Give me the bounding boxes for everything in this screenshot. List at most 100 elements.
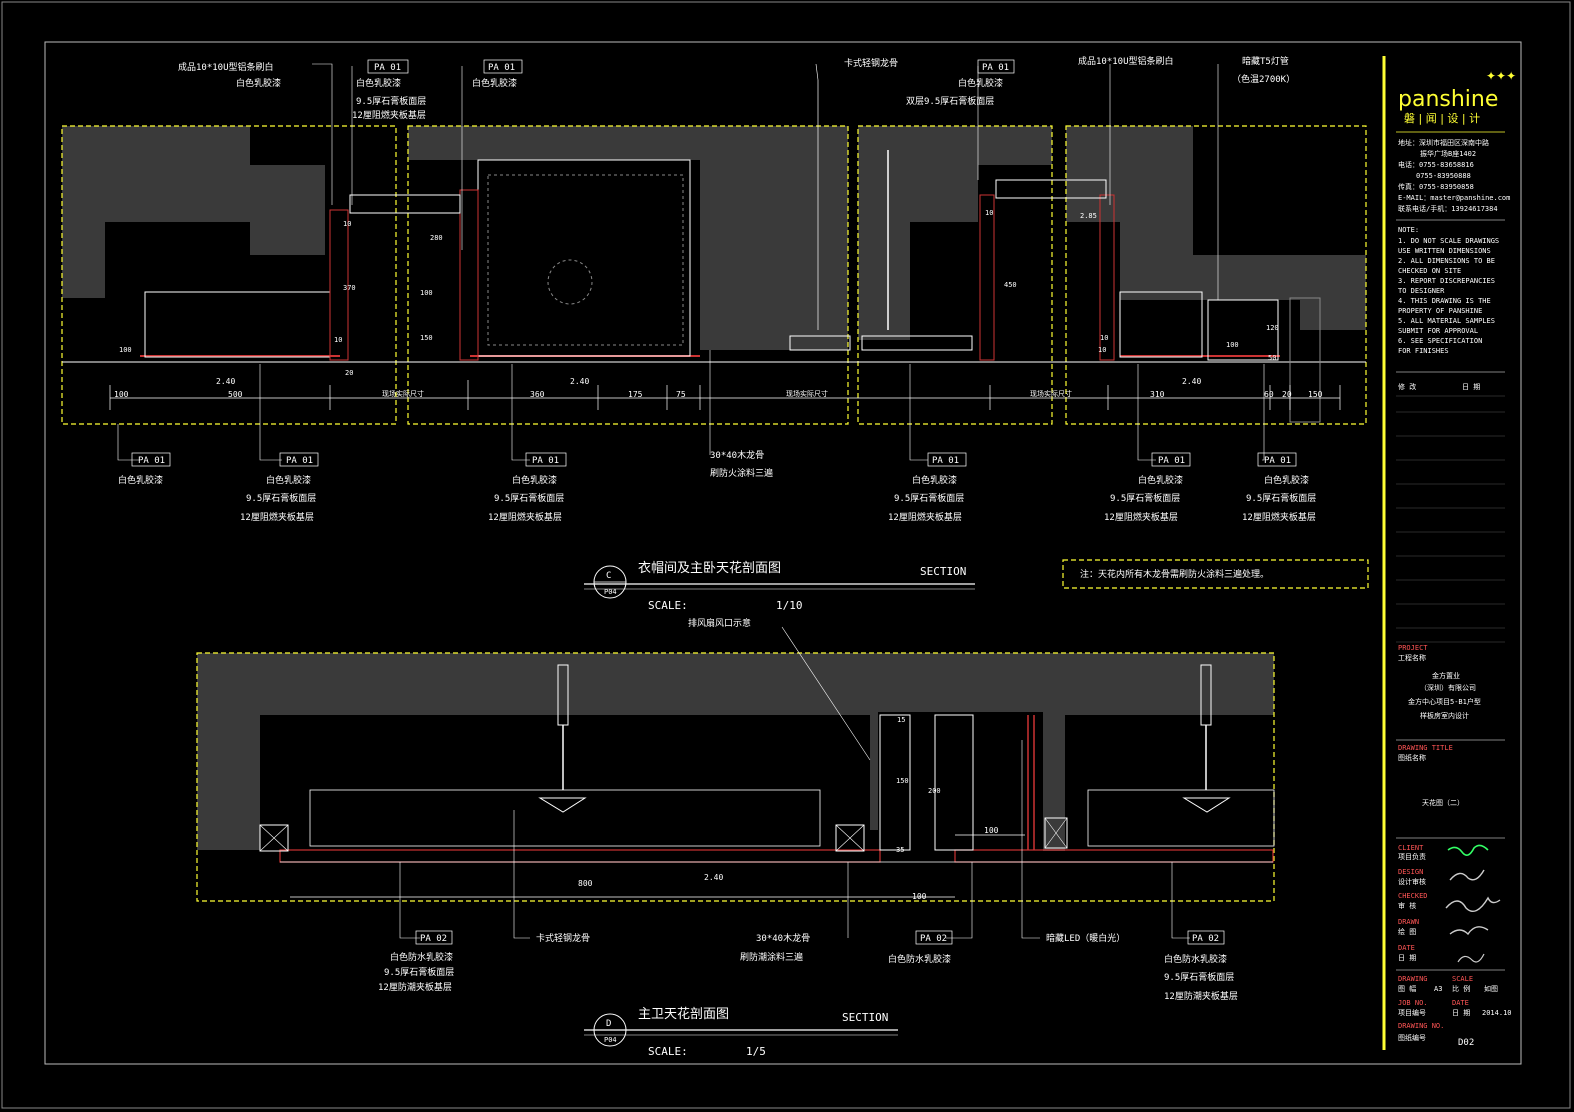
- project-info: PROJECT 工程名称 金方置业 （深圳）有限公司 金方中心项目5-B1户型 …: [1398, 644, 1481, 720]
- section_d-bottom_notes-5-lines-1: 9.5厚石膏板面层: [1164, 971, 1234, 983]
- section-d-title-text: 主卫天花剖面图: [638, 1006, 729, 1022]
- brand-logo: panshine: [1398, 87, 1498, 112]
- dims-c-bottom: 100 500 360 175 75 310 60 20 150 2.40 2.…: [114, 377, 1323, 399]
- title_block-date_label: 日 期: [1452, 1009, 1470, 1017]
- section-c-letter: C: [606, 571, 611, 581]
- section_c-ref_labels-0: 现场实际尺寸: [382, 389, 424, 398]
- section_d-bottom_notes-2-lines-1: 刷防潮涂料三遍: [740, 951, 803, 963]
- note-c-t5-l0: 成品10*10U型铝条刷白: [1078, 55, 1174, 67]
- section_c-dims_bottom-0: 100: [114, 390, 129, 399]
- section_c-dims_bottom-5: 310: [1150, 390, 1165, 399]
- section_d-bottom_notes-5-lines-2: 12厘防潮夹板基层: [1164, 990, 1238, 1002]
- dims-c-vertical: 10 370 10 20 100 280 150 100 10 450 2.85…: [119, 209, 1279, 377]
- section_c-bottom_notes-1-tag: PA 01: [286, 456, 313, 466]
- drawing-title-text: 天花图（二）: [1422, 798, 1464, 807]
- title_block-roles-2-cn: 审 核: [1398, 901, 1416, 910]
- title_block-notes-5: TO DESIGNER: [1398, 287, 1445, 295]
- section_c-dims_bottom-7: 20: [1282, 390, 1292, 399]
- section_c-dims_vertical-8: 10: [985, 209, 993, 217]
- section_d-bottom_notes-0-tag: PA 02: [420, 934, 447, 944]
- title_block-project_head: PROJECT: [1398, 644, 1428, 652]
- title_block-no_head: DRAWING NO.: [1398, 1022, 1444, 1030]
- section_c-bottom_notes-2-lines-0: 白色乳胶漆: [512, 474, 557, 486]
- fire-note-box: [1062, 559, 1369, 589]
- section_c-dims_bottom-1: 500: [228, 390, 243, 399]
- section_c-bottom_notes-1-lines-1: 9.5厚石膏板面层: [246, 492, 316, 504]
- note-c-t2-l0: 白色乳胶漆: [472, 77, 517, 89]
- section_c-bottom_notes-5-tag: PA 01: [1158, 456, 1185, 466]
- title_block-notes-7: PROPERTY OF PANSHINE: [1398, 307, 1482, 315]
- section-c-title: C P04 衣帽间及主卧天花剖面图 SECTION SCALE: 1/10: [584, 560, 975, 612]
- section_c-bottom_notes-4-lines-2: 12厘阻燃夹板基层: [888, 511, 962, 523]
- title_block-roles-0-cn: 项目负责: [1398, 852, 1426, 861]
- title_block-roles-3-cn: 绘 图: [1398, 927, 1416, 936]
- section-c-drawing: [61, 63, 1367, 461]
- section_c-dims_bottom-8: 150: [1308, 390, 1323, 399]
- note-c-t6-l1: （色温2700K）: [1232, 73, 1295, 85]
- section_d-dims-5: 200: [928, 787, 941, 795]
- title_block-project-2: 金方中心项目5-B1户型: [1408, 697, 1481, 706]
- sheet-meta: DRAWING 图 幅 A3 SCALE 比 例 如图 JOB NO. 项目编号…: [1398, 975, 1512, 1048]
- section_c-bottom_notes-6-lines-1: 9.5厚石膏板面层: [1246, 492, 1316, 504]
- title_block-scale: 如图: [1484, 984, 1498, 993]
- section_c-dims_vertical-10: 2.85: [1080, 212, 1097, 220]
- section_d-bottom_notes-4-lines-0: 暗藏LED（暖白光）: [1046, 932, 1125, 944]
- section_c-bottom_notes-2-tag: PA 01: [532, 456, 559, 466]
- section_c-bottom_notes-3-lines-0: 30*40木龙骨: [710, 449, 764, 461]
- section_c-dims_vertical-11: 10: [1100, 334, 1108, 342]
- title_block-notes-0: 1. DO NOT SCALE DRAWINGS: [1398, 237, 1499, 245]
- section_c-dims_mid-1: 2.40: [570, 377, 589, 386]
- title_block-project_sub: 工程名称: [1398, 653, 1426, 662]
- general-notes: NOTE: 1. DO NOT SCALE DRAWINGS USE WRITT…: [1398, 226, 1499, 355]
- note-c-t4-l1: 双层9.5厚石膏板面层: [906, 95, 994, 107]
- section_d-bottom_notes-0-lines-1: 9.5厚石膏板面层: [384, 966, 454, 978]
- section_c-dims_bottom-3: 175: [628, 390, 643, 399]
- section_c-dims_vertical-12: 10: [1098, 346, 1106, 354]
- section-c-scale-label: SCALE:: [648, 599, 688, 612]
- section_c-bottom_notes-0-lines-0: 白色乳胶漆: [118, 474, 163, 486]
- title_block-job_label: 项目编号: [1398, 1008, 1426, 1017]
- title_block-project-1: （深圳）有限公司: [1420, 683, 1476, 692]
- note-d-b1: 卡式轻钢龙骨: [536, 932, 590, 944]
- note-d-top: 排风扇风口示意: [688, 617, 751, 629]
- section_d-bottom_notes-0-lines-2: 12厘防潮夹板基层: [378, 981, 452, 993]
- section_d-dims-7: 15: [897, 716, 905, 724]
- note-c-t3: 卡式轻钢龙骨: [844, 57, 898, 69]
- title_block-roles-4-cn: 日 期: [1398, 954, 1416, 962]
- title_block-roles-4-en: DATE: [1398, 944, 1415, 952]
- note-c-t6-l0: 暗藏T5灯管: [1242, 55, 1289, 67]
- section-d-drawing: [196, 626, 1275, 939]
- title_block-roles-1-en: DESIGN: [1398, 868, 1423, 876]
- title_block-notes-4: 3. REPORT DISCREPANCIES: [1398, 277, 1495, 285]
- title_block-contact-2: 电话：0755-83658816: [1398, 160, 1474, 169]
- note-c-t0-l1: 白色乳胶漆: [236, 77, 281, 89]
- section_c-dims_vertical-13: 120: [1266, 324, 1279, 332]
- title_block-notes_head: NOTE:: [1398, 226, 1419, 234]
- section-d-scale-label: SCALE:: [648, 1045, 688, 1058]
- section_d-bottom_notes-1-lines-0: 卡式轻钢龙骨: [536, 932, 590, 944]
- section-c-scale-value: 1/10: [776, 599, 803, 612]
- section_c-dims_mid-0: 2.40: [216, 377, 235, 386]
- section_d-bottom_notes-3-tag: PA 02: [920, 934, 947, 944]
- section-c-sheet: P04: [604, 588, 617, 596]
- note-d-b4: 暗藏LED（暖白光）: [1046, 932, 1125, 944]
- section_d-dims-4: 150: [896, 777, 909, 785]
- section_c-dims_vertical-5: 280: [430, 234, 443, 242]
- section-d-labels: 排风扇风口示意 800 2.40 100 100 150 200 35 15 P…: [378, 617, 1238, 1058]
- section-c-section-word: SECTION: [920, 565, 966, 578]
- note-c-t1-l0: 白色乳胶漆: [356, 77, 401, 89]
- title_block-roles-2-en: CHECKED: [1398, 892, 1428, 900]
- section_c-ref_labels-1: 现场实际尺寸: [786, 389, 828, 398]
- title_block-job_head: JOB NO.: [1398, 999, 1428, 1007]
- section_d-dims-1: 2.40: [704, 873, 723, 882]
- section_d-bottom_notes-5-lines-0: 白色防水乳胶漆: [1164, 953, 1227, 965]
